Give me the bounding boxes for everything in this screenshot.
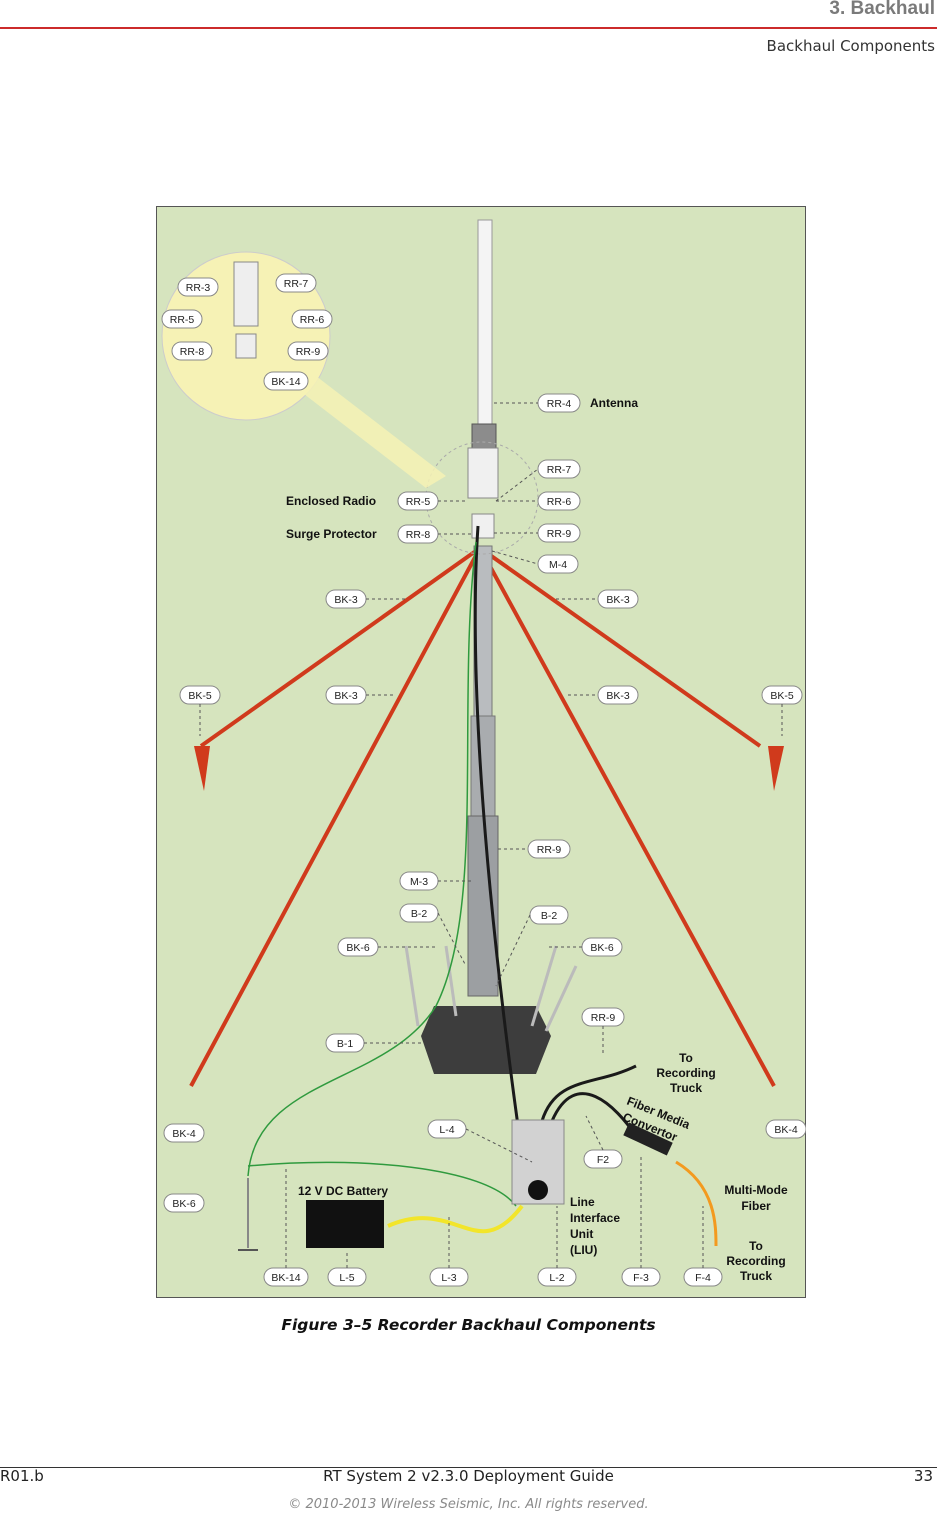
label-bk5-right: BK-5 xyxy=(770,690,794,702)
label-bk14-inset: BK-14 xyxy=(271,376,300,388)
footer-rule xyxy=(0,1467,937,1468)
fiber-media-convertor xyxy=(623,1122,673,1156)
label-bk3-top-right: BK-3 xyxy=(606,594,630,606)
ground-wire-liu xyxy=(247,1161,517,1207)
label-rr9-inset: RR-9 xyxy=(296,346,321,358)
label-b2-left: B-2 xyxy=(411,908,428,920)
label-rr7: RR-7 xyxy=(547,464,572,476)
label-rr7-inset: RR-7 xyxy=(284,278,309,290)
label-l3: L-3 xyxy=(441,1272,456,1284)
guy-wires xyxy=(189,546,776,1087)
label-truck2-2: Recording xyxy=(726,1254,785,1268)
label-rr5-inset: RR-5 xyxy=(170,314,195,326)
inset-pointer xyxy=(304,376,446,488)
backhaul-diagram: RR-3 RR-7 RR-5 RR-6 RR-8 RR-9 BK-14 RR-4… xyxy=(156,206,807,1298)
label-rr8-inset: RR-8 xyxy=(180,346,205,358)
leader-lines xyxy=(199,402,783,1268)
label-m3: M-3 xyxy=(410,876,428,888)
label-bk4-left: BK-4 xyxy=(172,1128,196,1140)
inset-surge xyxy=(235,333,257,359)
ground-wire xyxy=(247,541,477,1177)
label-rr9: RR-9 xyxy=(547,528,572,540)
label-bk3-mid-right: BK-3 xyxy=(606,690,630,702)
label-liu-1: Line xyxy=(570,1195,595,1209)
inset-label-group: RR-3 RR-7 RR-5 RR-6 RR-8 RR-9 BK-14 xyxy=(161,273,333,391)
label-to-truck-1: To xyxy=(679,1051,693,1065)
label-bk3-mid-left: BK-3 xyxy=(334,690,358,702)
label-rr9-mast: RR-9 xyxy=(537,844,562,856)
multimode-fiber xyxy=(675,1160,718,1247)
label-liu-3: Unit xyxy=(570,1227,593,1241)
footer-revision: R01.b xyxy=(0,1467,44,1485)
label-rr6: RR-6 xyxy=(547,496,572,508)
power-wire xyxy=(387,1204,524,1234)
line-interface-unit xyxy=(511,1119,565,1205)
backhaul-figure: RR-3 RR-7 RR-5 RR-6 RR-8 RR-9 BK-14 RR-4… xyxy=(156,206,807,1298)
label-b2-right: B-2 xyxy=(541,910,558,922)
stake-left xyxy=(194,746,210,791)
mast-lower xyxy=(467,815,499,997)
label-antenna: Antenna xyxy=(590,396,638,410)
label-multimode-1: Multi-Mode xyxy=(724,1183,788,1197)
label-bk5-left: BK-5 xyxy=(188,690,212,702)
footer-page-number: 33 xyxy=(913,1467,933,1485)
footer-copyright: © 2010-2013 Wireless Seismic, Inc. All r… xyxy=(288,1497,649,1512)
label-f3: F-3 xyxy=(633,1272,649,1284)
battery xyxy=(306,1200,384,1248)
label-l4: L-4 xyxy=(439,1124,454,1136)
section-title: Backhaul Components xyxy=(766,37,935,55)
label-rr9-base: RR-9 xyxy=(591,1012,616,1024)
label-enclosed-radio: Enclosed Radio xyxy=(286,494,376,508)
label-m4: M-4 xyxy=(549,559,567,571)
label-surge-protector: Surge Protector xyxy=(286,527,377,541)
ethernet-to-truck xyxy=(540,1064,637,1122)
label-l2: L-2 xyxy=(549,1272,564,1284)
antenna-whip xyxy=(477,219,493,429)
inset-radio xyxy=(233,261,259,327)
label-f4: F-4 xyxy=(695,1272,711,1284)
label-bk14: BK-14 xyxy=(271,1272,300,1284)
label-rr8: RR-8 xyxy=(406,529,431,541)
label-bk6-left: BK-6 xyxy=(346,942,370,954)
coax-cable xyxy=(473,525,520,1127)
header-rule xyxy=(0,27,937,29)
label-bk4-right: BK-4 xyxy=(774,1124,798,1136)
label-truck2-3: Truck xyxy=(740,1269,772,1283)
label-liu-4: (LIU) xyxy=(570,1243,597,1257)
label-rr5: RR-5 xyxy=(406,496,431,508)
label-bk6-right: BK-6 xyxy=(590,942,614,954)
label-to-truck-2: Recording xyxy=(656,1066,715,1080)
liu-connector xyxy=(528,1180,548,1200)
surge-protector xyxy=(471,513,495,539)
label-bk3-top-left: BK-3 xyxy=(334,594,358,606)
label-rr6-inset: RR-6 xyxy=(300,314,325,326)
label-truck2-1: To xyxy=(749,1239,763,1253)
label-liu-2: Interface xyxy=(570,1211,620,1225)
footer-doc-title: RT System 2 v2.3.0 Deployment Guide xyxy=(323,1467,614,1485)
figure-caption: Figure 3–5 Recorder Backhaul Components xyxy=(281,1316,656,1334)
label-bk6-ground: BK-6 xyxy=(172,1198,196,1210)
label-battery: 12 V DC Battery xyxy=(298,1184,388,1198)
stake-right xyxy=(768,746,784,791)
label-l5: L-5 xyxy=(339,1272,354,1284)
label-rr4: RR-4 xyxy=(547,398,572,410)
label-to-truck-3: Truck xyxy=(670,1081,702,1095)
chapter-title: 3. Backhaul xyxy=(829,0,935,19)
label-f2: F2 xyxy=(597,1154,609,1166)
antenna-mount xyxy=(471,423,497,449)
enclosed-radio xyxy=(467,447,499,499)
label-multimode-2: Fiber xyxy=(741,1199,771,1213)
label-b1: B-1 xyxy=(337,1038,354,1050)
base-stakes xyxy=(404,945,578,1032)
mast-base xyxy=(421,1006,551,1074)
label-rr3: RR-3 xyxy=(186,282,211,294)
